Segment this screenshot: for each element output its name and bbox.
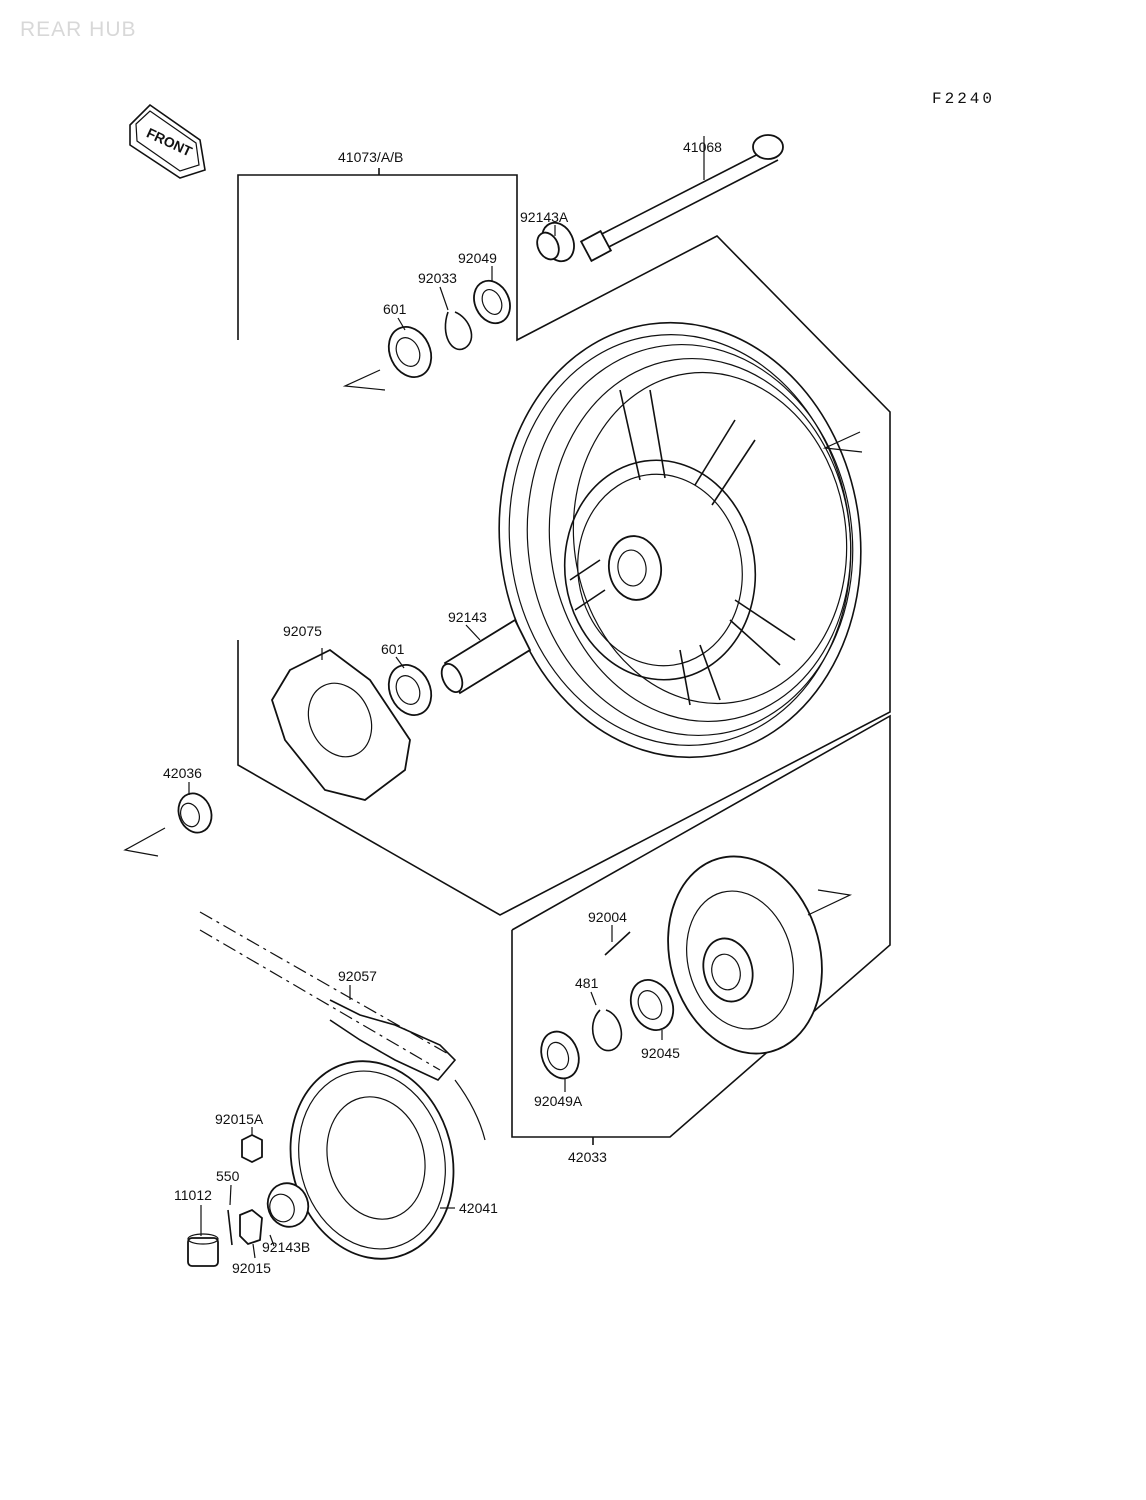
- sprocket-42041: [289, 1060, 486, 1260]
- callout-481: 481: [575, 975, 599, 991]
- circlip-92033: [439, 286, 473, 351]
- damper-92075: [271, 648, 411, 801]
- callout-11012: 11012: [174, 1187, 212, 1203]
- bearing-601-top: [387, 317, 433, 378]
- cotter-pin-550: [227, 1184, 233, 1246]
- callout-42033: 42033: [568, 1149, 607, 1165]
- chain-92057: [199, 911, 457, 1081]
- callout-92033: 92033: [418, 270, 457, 286]
- callout-42036: 42036: [163, 765, 202, 781]
- callout-92015: 92015: [232, 1260, 271, 1276]
- front-arrow-icon: FRONT: [129, 103, 206, 179]
- figure-code: F2240: [932, 90, 996, 108]
- nut-92015A: [241, 1127, 263, 1164]
- seal-92049A: [540, 1030, 580, 1092]
- callout-92143B: 92143B: [262, 1239, 310, 1255]
- bearing-601-lower: [387, 656, 433, 716]
- callout-92049: 92049: [458, 250, 497, 266]
- callout-92075: 92075: [283, 623, 322, 639]
- collar-92143A: [536, 221, 575, 263]
- bearing-92045: [629, 979, 675, 1040]
- axle-41068: [579, 134, 784, 263]
- circlip-481: [590, 991, 623, 1052]
- callout-41068: 41068: [683, 139, 722, 155]
- spacer-92143: [440, 618, 532, 695]
- callout-92004: 92004: [588, 909, 627, 925]
- seal-92049: [473, 266, 511, 325]
- cap-11012: [187, 1205, 219, 1267]
- callout-92143: 92143: [448, 609, 487, 625]
- rear-wheel: [498, 321, 862, 759]
- callout-92049A: 92049A: [534, 1093, 583, 1109]
- castle-nut-92015: [239, 1208, 263, 1259]
- callout-92057: 92057: [338, 968, 377, 984]
- front-label: FRONT: [144, 125, 195, 160]
- wheel-assembly-frame: [237, 168, 891, 916]
- callout-92045: 92045: [641, 1045, 680, 1061]
- collar-42036: [177, 782, 213, 834]
- callout-41073: 41073/A/B: [338, 149, 403, 165]
- collar-92143B: [266, 1182, 310, 1247]
- callout-92143A: 92143A: [520, 209, 569, 225]
- callout-601-lower: 601: [381, 641, 405, 657]
- stud-92004: [604, 925, 631, 956]
- callout-601-top: 601: [383, 301, 407, 317]
- callout-42041: 42041: [459, 1200, 498, 1216]
- callout-550: 550: [216, 1168, 240, 1184]
- hub-42033: [667, 855, 823, 1055]
- callout-92015A: 92015A: [215, 1111, 264, 1127]
- page-title: REAR HUB: [20, 18, 137, 41]
